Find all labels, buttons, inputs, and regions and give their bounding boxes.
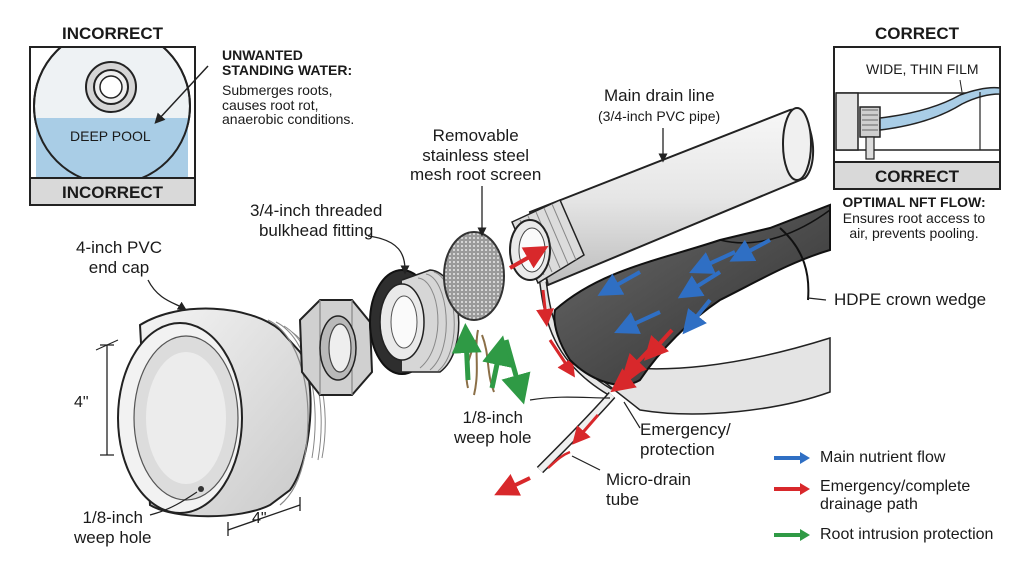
legend: Main nutrient flow Emergency/complete dr… — [772, 446, 1012, 556]
optimal-flow-body: Ensures root access to air, prevents poo… — [842, 210, 986, 242]
standing-water-title: UNWANTED STANDING WATER: — [222, 47, 353, 78]
red-arrow-icon — [774, 483, 810, 495]
incorrect-panel-footer: INCORRECT — [61, 183, 164, 202]
end-cap-illustration — [95, 279, 326, 536]
incorrect-panel-title: INCORRECT — [61, 24, 164, 43]
bulkhead-fitting-illustration — [367, 235, 460, 375]
correct-panel — [833, 46, 1001, 190]
hdpe-label: HDPE crown wedge — [834, 290, 987, 309]
thin-film-label: WIDE, THIN FILM — [866, 61, 979, 77]
blue-arrow-icon — [774, 452, 810, 465]
main-drain-title: Main drain line — [604, 86, 715, 105]
mesh-screen-illustration — [443, 186, 531, 405]
legend-item-root-protection: Root intrusion protection — [772, 526, 993, 544]
green-arrow-icon — [774, 529, 810, 542]
legend-label-main-flow: Main nutrient flow — [820, 449, 946, 466]
emergency-protection-label: Emergency/ protection — [640, 420, 731, 459]
dimension-height-label: 4" — [74, 394, 89, 411]
cap-weep-hole-label: 1/8-inch weep hole — [74, 508, 152, 547]
correct-fitting-icon — [859, 106, 881, 138]
optimal-flow-title: OPTIMAL NFT FLOW: — [842, 194, 986, 210]
hex-nut-illustration — [298, 299, 374, 396]
mesh-screen-label: Removable stainless steel mesh root scre… — [410, 126, 542, 185]
mid-weep-hole-label: 1/8-inch weep hole — [454, 408, 532, 447]
micro-drain-tube-illustration — [494, 392, 641, 496]
legend-label-emergency: Emergency/complete drainage path — [820, 478, 971, 514]
legend-label-root-protection: Root intrusion protection — [820, 526, 994, 543]
correct-panel-title: CORRECT — [874, 24, 960, 43]
dimension-width-label: 4" — [252, 510, 267, 527]
cap-weep-hole — [198, 486, 204, 492]
end-cap-label: 4-inch PVC end cap — [76, 238, 162, 277]
main-drain-subtitle: (3/4-inch PVC pipe) — [598, 108, 721, 124]
deep-pool-label: DEEP POOL — [70, 128, 151, 144]
micro-drain-label: Micro-drain tube — [606, 470, 692, 509]
incorrect-panel — [29, 46, 209, 206]
legend-item-emergency: Emergency/complete drainage path — [772, 478, 970, 515]
legend-item-main-flow: Main nutrient flow — [772, 449, 945, 467]
hdpe-channel-illustration — [553, 203, 831, 415]
main-drain-pipe-illustration — [509, 107, 815, 396]
standing-water-body: Submerges roots, causes root rot, anaero… — [222, 82, 355, 128]
correct-panel-footer: CORRECT — [874, 167, 960, 186]
bulkhead-fitting-label: 3/4-inch threaded bulkhead fitting — [250, 201, 383, 240]
